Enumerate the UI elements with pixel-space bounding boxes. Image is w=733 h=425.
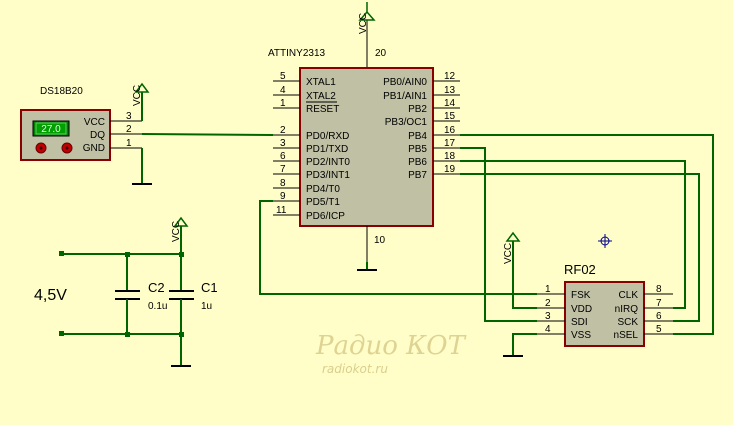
ic-pin-num-7: 7 bbox=[280, 164, 286, 175]
rf-body bbox=[564, 281, 645, 347]
ic-pin-label-pb2: PB2 bbox=[408, 104, 427, 115]
sensor-pin-num-3: 3 bbox=[126, 111, 132, 122]
rf-pin-label-nsel: nSEL bbox=[614, 330, 639, 341]
ic-pin-num-1: 1 bbox=[280, 98, 286, 109]
sensor-display-value: 27.0 bbox=[41, 124, 61, 135]
wire-dq-pd0 bbox=[141, 133, 274, 136]
ic-pin-num-16: 16 bbox=[444, 125, 456, 136]
ds18b20-sensor: DS18B20 27.0 VCC DQ GND 3 2 1 VCC bbox=[20, 82, 274, 185]
sensor-pin-label-gnd: GND bbox=[83, 143, 105, 154]
ic-pin-label-pb3: PB3/OC1 bbox=[385, 117, 428, 128]
ic-pin-label-pd1: PD1/TXD bbox=[306, 144, 348, 155]
rf-pin-num-4: 4 bbox=[545, 324, 551, 335]
origin-marker bbox=[598, 234, 612, 248]
ic-pin-label-pd6: PD6/ICP bbox=[306, 211, 345, 222]
ic-pin-label-pd4: PD4/T0 bbox=[306, 184, 340, 195]
ic-pin-num-11: 11 bbox=[276, 205, 287, 216]
ic-gnd-pin-number: 10 bbox=[374, 235, 386, 246]
rf-vcc-label: VCC bbox=[503, 243, 514, 264]
ic-pin-num-5: 5 bbox=[280, 71, 286, 82]
watermark-url: radiokot.ru bbox=[322, 362, 388, 376]
ic-pin-label-pb7: PB7 bbox=[408, 170, 427, 181]
rf-pin-num-5: 5 bbox=[656, 324, 662, 335]
sensor-pin-num-1: 1 bbox=[126, 138, 132, 149]
ic-vcc-terminal: VCC 20 bbox=[358, 2, 387, 68]
cap-vcc-label: VCC bbox=[171, 221, 182, 242]
ic-right-pins: 12 13 14 15 16 17 18 19 PB0/AIN0 PB1/AIN… bbox=[383, 71, 460, 181]
sensor-pin-label-vcc: VCC bbox=[84, 117, 105, 128]
ic-pin-num-6: 6 bbox=[280, 151, 286, 162]
ic-pin-label-pb6: PB6 bbox=[408, 157, 427, 168]
ic-pin-num-18: 18 bbox=[444, 151, 456, 162]
ic-pin-num-12: 12 bbox=[444, 71, 456, 82]
wire-pb6-nirq bbox=[460, 160, 686, 309]
ic-pin-num-17: 17 bbox=[444, 138, 456, 149]
c2-value: 0.1u bbox=[148, 301, 167, 312]
ic-gnd-terminal: 10 bbox=[357, 226, 386, 271]
rf-pin-num-3: 3 bbox=[545, 311, 551, 322]
c2-name: C2 bbox=[148, 280, 165, 295]
ic-pin-label-xtal2: XTAL2 bbox=[306, 91, 336, 102]
connection-wires bbox=[259, 134, 714, 335]
sensor-pin-num-2: 2 bbox=[126, 124, 132, 135]
rf-pin-label-nirq: nIRQ bbox=[615, 304, 639, 315]
rf-pin-label-vss: VSS bbox=[571, 330, 591, 341]
ic-pin-label-pd0: PD0/RXD bbox=[306, 131, 349, 142]
ic-pin-num-2: 2 bbox=[280, 125, 286, 136]
sensor-pin-label-dq: DQ bbox=[90, 130, 105, 141]
ic-pin-label-pb0: PB0/AIN0 bbox=[383, 77, 427, 88]
supply-voltage-label: 4,5V bbox=[34, 287, 67, 304]
ic-pin-num-8: 8 bbox=[280, 178, 286, 189]
rf-pin-label-clk: CLK bbox=[619, 290, 639, 301]
wire-pb7-sck bbox=[460, 173, 700, 322]
wire-pb4-nsel bbox=[460, 134, 714, 335]
attiny2313-ic: VCC 20 ATTINY2313 5 4 1 2 3 6 7 8 9 1 bbox=[268, 2, 460, 271]
ic-pin-num-19: 19 bbox=[444, 164, 456, 175]
watermark: Радио КОТ radiokot.ru bbox=[315, 331, 467, 376]
ic-pin-label-pb4: PB4 bbox=[408, 131, 427, 142]
power-section: 4,5V VCC C2 0.1u C1 1u bbox=[34, 216, 218, 367]
ic-pin-label-pd2: PD2/INT0 bbox=[306, 157, 350, 168]
rf-pin-label-fsk: FSK bbox=[571, 290, 591, 301]
rf-pin-label-vdd: VDD bbox=[571, 304, 592, 315]
rf-pin-label-sck: SCK bbox=[617, 317, 638, 328]
rf-pin-label-sdi: SDI bbox=[571, 317, 588, 328]
c1-value: 1u bbox=[201, 301, 212, 312]
capacitor-c1: C1 1u bbox=[169, 252, 218, 367]
rf02-module: RF02 1 2 3 4 FSK VDD SDI VSS CLK nIRQ SC… bbox=[503, 231, 673, 357]
sensor-name: DS18B20 bbox=[40, 86, 83, 97]
rf-pin-num-8: 8 bbox=[656, 284, 662, 295]
capacitor-c2: C2 0.1u bbox=[115, 252, 167, 337]
ic-pin-num-14: 14 bbox=[444, 98, 456, 109]
ic-pin-num-4: 4 bbox=[280, 85, 286, 96]
ic-pin-label-xtal1: XTAL1 bbox=[306, 77, 336, 88]
rf-pin-num-2: 2 bbox=[545, 298, 551, 309]
ic-pin-num-3: 3 bbox=[280, 138, 286, 149]
ic-pin-label-reset: RESET bbox=[306, 104, 339, 115]
watermark-title: Радио КОТ bbox=[315, 331, 467, 361]
ic-pin-label-pd3: PD3/INT1 bbox=[306, 170, 350, 181]
ic-vcc-label: VCC bbox=[358, 13, 369, 34]
sensor-vcc-label: VCC bbox=[132, 85, 143, 106]
wire-pd5-fsk bbox=[259, 200, 537, 295]
c1-name: C1 bbox=[201, 280, 218, 295]
rf-name: RF02 bbox=[564, 262, 596, 277]
ic-pin-num-13: 13 bbox=[444, 85, 456, 96]
ic-pin-num-15: 15 bbox=[444, 111, 456, 122]
ic-pin-label-pb1: PB1/AIN1 bbox=[383, 91, 427, 102]
ic-body bbox=[299, 67, 434, 227]
wire-pb5-sdi bbox=[460, 147, 537, 322]
ic-vcc-pin-number: 20 bbox=[375, 48, 387, 59]
rf-pin-num-6: 6 bbox=[656, 311, 662, 322]
ic-name: ATTINY2313 bbox=[268, 48, 325, 59]
rf-pin-num-1: 1 bbox=[545, 284, 551, 295]
ic-pin-label-pd5: PD5/T1 bbox=[306, 197, 340, 208]
ic-pin-label-pb5: PB5 bbox=[408, 144, 427, 155]
ic-left-pins: 5 4 1 2 3 6 7 8 9 11 XTAL1 XTAL2 RESET P… bbox=[273, 71, 350, 222]
rf-pin-num-7: 7 bbox=[656, 298, 662, 309]
ic-pin-num-9: 9 bbox=[280, 191, 286, 202]
